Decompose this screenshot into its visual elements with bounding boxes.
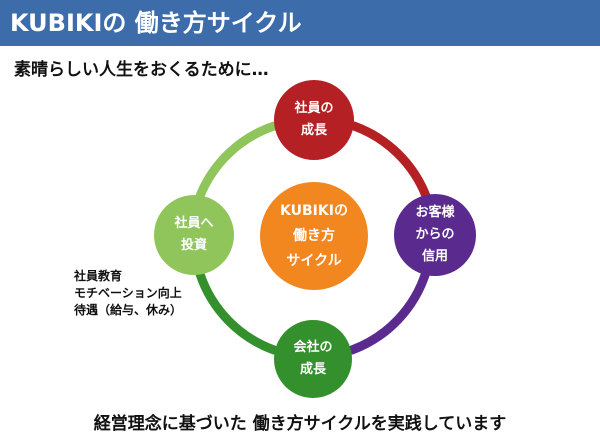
arc-right-to-bottom [347,267,431,355]
node-customer-trust: お客様 からの 信用 [394,194,476,276]
arc-top-to-right [349,121,431,201]
node-employee-investment: 社員へ 投資 [154,195,234,275]
investment-note: モチベーション向上 [74,286,182,300]
node-center-line-3: サイクル [286,252,342,269]
node-center-cycle: KUBIKIの 働き方 サイクル [260,182,368,290]
investment-note: 待遇（給与、休み） [74,303,183,317]
investment-note: 社員教育 [74,269,123,283]
subtitle: 素晴らしい人生をおくるために… [14,60,269,80]
node-company-growth-line-2: 成長 [299,362,326,377]
node-center-line-1: KUBIKIの [280,202,348,219]
page-title: KUBIKIの 働き方サイクル [0,0,600,46]
investment-notes: 社員教育 モチベーション向上 待遇（給与、休み） [74,268,182,319]
arc-bottom-to-left [195,269,279,355]
node-employee-investment-line-1: 社員へ [174,216,214,231]
node-customer-trust-line-3: 信用 [421,249,448,264]
footer-statement: 経営理念に基づいた 働き方サイクルを実践しています [93,414,507,434]
node-company-growth-line-1: 会社の [293,340,333,355]
node-employee-investment-line-2: 投資 [180,238,207,253]
node-customer-trust-line-1: お客様 [415,205,455,220]
node-employee-growth: 社員の 成長 [274,80,354,160]
node-employee-growth-line-1: 社員の [294,101,334,116]
node-company-growth: 会社の 成長 [274,320,352,398]
node-customer-trust-line-2: からの [415,227,455,242]
arc-left-to-top [195,121,279,201]
node-center-line-2: 働き方 [293,227,335,244]
node-employee-growth-line-2: 成長 [300,123,327,138]
